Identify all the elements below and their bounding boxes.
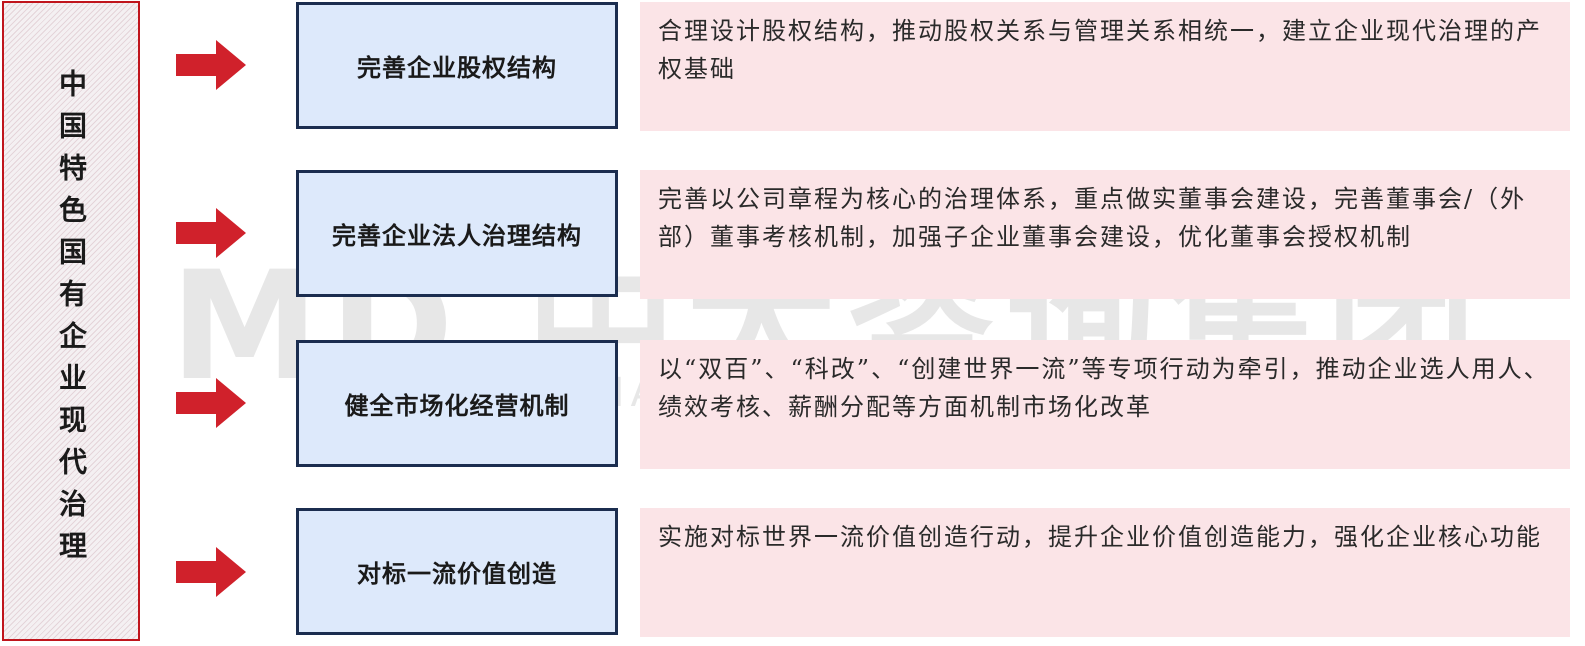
center-box-2: 完善企业法人治理结构 xyxy=(296,170,618,297)
desc-box-2: 完善以公司章程为核心的治理体系，重点做实董事会建设，完善董事会/（外部）董事考核… xyxy=(640,170,1570,299)
desc-box-3: 以“双百”、“科改”、“创建世界一流”等专项行动为牵引，推动企业选人用人、绩效考… xyxy=(640,340,1570,469)
desc-text-2: 完善以公司章程为核心的治理体系，重点做实董事会建设，完善董事会/（外部）董事考核… xyxy=(658,185,1527,251)
right-arrow-icon xyxy=(176,208,246,258)
center-label-1: 完善企业股权结构 xyxy=(357,53,557,82)
title-box: 中国特色国有企业现代治理 xyxy=(2,1,140,641)
right-arrow-icon xyxy=(176,40,246,90)
desc-box-4: 实施对标世界一流价值创造行动，提升企业价值创造能力，强化企业核心功能 xyxy=(640,508,1570,637)
desc-box-1: 合理设计股权结构，推动股权关系与管理关系相统一，建立企业现代治理的产权基础 xyxy=(640,2,1570,131)
center-box-4: 对标一流价值创造 xyxy=(296,508,618,635)
center-box-1: 完善企业股权结构 xyxy=(296,2,618,129)
diagram-title: 中国特色国有企业现代治理 xyxy=(55,69,88,573)
center-label-3: 健全市场化经营机制 xyxy=(344,391,570,420)
desc-text-4: 实施对标世界一流价值创造行动，提升企业价值创造能力，强化企业核心功能 xyxy=(658,523,1542,551)
center-label-2: 完善企业法人治理结构 xyxy=(332,221,582,250)
center-label-4: 对标一流价值创造 xyxy=(357,559,557,588)
desc-text-1: 合理设计股权结构，推动股权关系与管理关系相统一，建立企业现代治理的产权基础 xyxy=(658,17,1542,83)
right-arrow-icon xyxy=(176,378,246,428)
right-arrow-icon xyxy=(176,547,246,597)
desc-text-3: 以“双百”、“科改”、“创建世界一流”等专项行动为牵引，推动企业选人用人、绩效考… xyxy=(658,355,1550,421)
center-box-3: 健全市场化经营机制 xyxy=(296,340,618,467)
